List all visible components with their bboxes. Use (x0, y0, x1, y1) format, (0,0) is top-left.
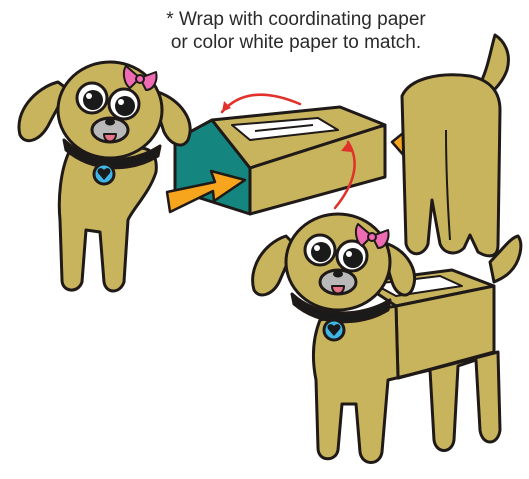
dog-tongue (104, 134, 116, 142)
rotate-curve-top-head (222, 101, 231, 112)
dog2-tongue (332, 286, 344, 294)
dog2-nose (333, 271, 343, 278)
dog-eye-shine-left (86, 93, 92, 99)
dog-pupil-left (83, 90, 103, 110)
dog-icon (19, 62, 190, 291)
dog2-pupil-left (311, 242, 331, 262)
rotate-curve-top (222, 95, 300, 112)
dog2-eye-shine-right (346, 251, 352, 257)
dog2-pupil-right (343, 248, 363, 268)
dog-eye-shine-right (118, 99, 124, 105)
hind-body (402, 75, 500, 256)
dog-pupil-right (115, 96, 135, 116)
dog2-bow-knot (368, 233, 376, 241)
dog-hindquarters-icon (402, 35, 508, 256)
bow-knot (136, 75, 144, 83)
dog-nose (105, 119, 115, 126)
dog2-eye-shine-left (314, 245, 320, 251)
